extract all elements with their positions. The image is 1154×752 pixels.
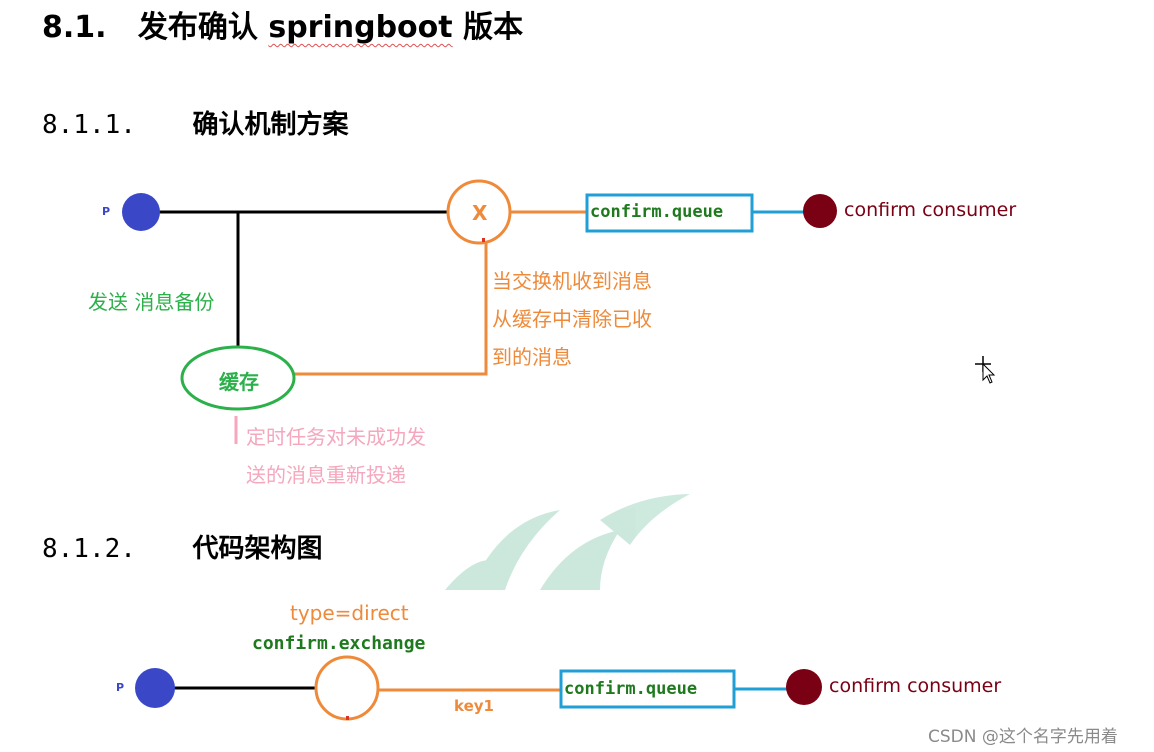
confirm-note-line: 到的消息 — [492, 345, 572, 369]
exchange-node-2 — [314, 655, 380, 721]
exchange-marker — [482, 238, 485, 242]
confirm-note-line: 当交换机收到消息 — [492, 269, 652, 293]
move-cursor-icon — [975, 356, 996, 384]
heading-underlined-word: springboot — [268, 10, 453, 45]
cache-label: 缓存 — [219, 370, 259, 394]
consumer-label-2: confirm consumer — [829, 675, 1002, 697]
consumer-node — [803, 194, 837, 228]
queue-label-2: confirm.queue — [564, 679, 698, 699]
queue-box — [585, 193, 754, 233]
section-number: 8.1.1. — [42, 110, 136, 140]
producer-label-2: P — [116, 681, 125, 694]
page-heading: 8.1. 发布确认 springboot 版本 — [42, 2, 523, 46]
exchange-node — [446, 179, 512, 245]
section-heading-2: 8.1.2. 代码架构图 — [42, 528, 322, 565]
producer-node-2 — [135, 668, 175, 708]
confirm-note-line: 从缓存中清除已收 — [492, 307, 652, 331]
queue-box-2 — [559, 669, 736, 709]
heading-suffix: 版本 — [452, 10, 524, 45]
section-heading-1: 8.1.1. 确认机制方案 — [42, 104, 348, 141]
routing-key-label: key1 — [454, 697, 494, 715]
producer-node — [122, 193, 160, 231]
retry-note-line: 送的消息重新投递 — [246, 463, 406, 487]
cache-node — [180, 345, 296, 411]
heading-prefix: 发布确认 — [137, 10, 269, 45]
exchange-name-label: confirm.exchange — [252, 633, 426, 654]
retry-note: 定时任务对未成功发 送的消息重新投递 — [246, 418, 426, 494]
section-title: 确认机制方案 — [192, 110, 349, 140]
background-watermark-graphic — [445, 494, 690, 590]
section-number: 8.1.2. — [42, 534, 136, 564]
heading-number: 8.1. — [42, 10, 107, 45]
consumer-label: confirm consumer — [844, 199, 1017, 221]
send-backup-label: 发送 消息备份 — [88, 290, 215, 314]
csdn-watermark: CSDN @这个名字先用着 — [928, 727, 1118, 747]
confirm-note: 当交换机收到消息 从缓存中清除已收 到的消息 — [492, 262, 652, 376]
producer-label: P — [102, 205, 111, 218]
cache-exchange-line — [294, 238, 488, 376]
exchange-marker-2 — [346, 716, 349, 720]
exchange-type-label: type=direct — [290, 601, 409, 625]
section-title: 代码架构图 — [192, 534, 323, 564]
exchange-label: X — [472, 201, 488, 225]
queue-label: confirm.queue — [590, 202, 724, 222]
retry-note-line: 定时任务对未成功发 — [246, 425, 426, 449]
consumer-node-2 — [786, 669, 822, 705]
